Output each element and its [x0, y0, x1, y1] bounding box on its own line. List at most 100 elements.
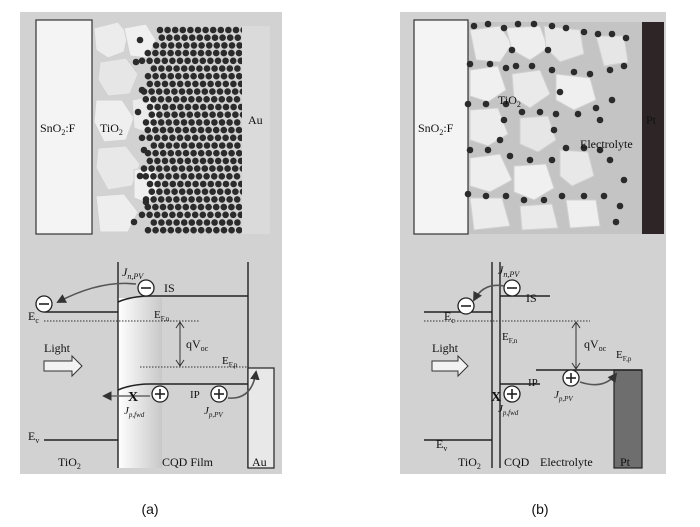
quantum-dot	[234, 142, 241, 149]
quantum-dot	[165, 65, 173, 72]
quantum-dot	[182, 149, 190, 157]
quantum-dot	[171, 165, 178, 172]
quantum-dot	[152, 42, 160, 49]
quantum-dot	[163, 165, 171, 172]
quantum-dot	[176, 80, 184, 88]
quantum-dot	[620, 62, 628, 70]
quantum-dot	[226, 173, 233, 180]
hole-pv-arrow-b	[579, 372, 618, 386]
quantum-dot	[144, 72, 152, 80]
quantum-dot	[130, 218, 138, 226]
quantum-dot	[199, 103, 207, 111]
quantum-dot	[150, 119, 157, 126]
quantum-dot	[205, 226, 213, 234]
quantum-dot	[220, 149, 228, 157]
quantum-dot	[174, 203, 182, 211]
electron-symbol-tio2	[35, 295, 53, 313]
ip-label-b: IP	[528, 377, 538, 389]
quantum-dot	[197, 49, 205, 57]
quantum-dot	[235, 203, 243, 211]
quantum-dot	[193, 88, 201, 95]
panel-a-band-diagram: Jn,PV IS Ec EF,n qVoc EF,p Light IP X Jp…	[28, 262, 275, 471]
sno2-electrode-b	[413, 19, 469, 235]
quantum-dot	[209, 188, 216, 195]
electron-transfer-arrow-b	[473, 284, 505, 302]
quantum-dot	[165, 142, 173, 149]
quantum-dot	[154, 180, 161, 188]
quantum-dot	[207, 180, 215, 188]
quantum-dot	[218, 96, 226, 103]
quantum-dot	[181, 34, 188, 41]
quantum-dot	[195, 173, 203, 180]
quantum-dot	[180, 142, 188, 149]
panel-b-device-schematic: SnO2:F TiO2	[413, 19, 664, 235]
is-label: IS	[164, 281, 175, 295]
quantum-dot	[153, 211, 161, 219]
sno2-electrode	[35, 19, 93, 235]
electron-symbol-cqd-b	[503, 279, 521, 297]
quantum-dot	[544, 46, 552, 54]
quantum-dot	[169, 80, 176, 88]
quantum-dot	[612, 218, 620, 226]
quantum-dot	[500, 116, 508, 124]
quantum-dot	[207, 57, 214, 65]
quantum-dot	[214, 134, 222, 142]
quantum-dot	[150, 65, 158, 72]
quantum-dot	[230, 157, 237, 165]
quantum-dot	[213, 226, 220, 234]
quantum-dot	[228, 72, 235, 80]
quantum-dot	[199, 211, 207, 219]
quantum-dot	[204, 34, 211, 41]
quantum-dot	[180, 65, 188, 72]
quantum-dot	[203, 96, 210, 103]
quantum-dot	[221, 42, 228, 49]
quantum-dot	[173, 65, 180, 72]
quantum-dot	[186, 165, 193, 172]
quantum-dot	[167, 149, 175, 157]
quantum-dot	[574, 110, 582, 118]
quantum-dot	[154, 103, 161, 111]
quantum-dot	[508, 46, 516, 54]
quantum-dot	[207, 80, 214, 88]
quantum-dot	[136, 172, 144, 180]
quantum-dot	[203, 65, 211, 72]
quantum-dot	[232, 111, 239, 118]
sno2-label: SnO2:F	[40, 121, 76, 137]
quantum-dot	[205, 203, 212, 211]
tio2-bottom-label: TiO2	[58, 455, 81, 471]
quantum-dot	[187, 26, 194, 34]
quantum-dot	[180, 96, 188, 103]
quantum-dot	[198, 42, 205, 49]
quantum-dot	[225, 26, 232, 34]
quantum-dot	[136, 36, 144, 44]
quantum-dot	[228, 49, 235, 57]
quantum-dot	[548, 22, 556, 30]
quantum-dot	[596, 146, 604, 154]
quantum-dot	[150, 173, 157, 180]
efp-label-b: EF,p	[616, 349, 632, 363]
quantum-dot	[167, 126, 174, 134]
tio2-top-label-b: TiO2	[498, 93, 521, 109]
quantum-dot	[157, 119, 165, 126]
quantum-dot	[148, 188, 156, 195]
quantum-dot	[224, 165, 231, 172]
quantum-dot	[226, 219, 234, 226]
quantum-dot	[235, 226, 243, 234]
quantum-dot	[195, 196, 203, 203]
quantum-dot	[169, 134, 176, 142]
quantum-dot	[154, 157, 161, 165]
quantum-dot	[209, 26, 217, 34]
electrolyte-bottom-label: Electrolyte	[540, 455, 593, 469]
quantum-dot	[213, 42, 221, 49]
quantum-dot	[196, 65, 203, 72]
quantum-dot	[186, 188, 194, 195]
quantum-dot	[226, 65, 234, 72]
quantum-dot	[220, 49, 228, 57]
light-arrow-b	[431, 354, 469, 378]
quantum-dot	[188, 142, 196, 149]
quantum-dot	[201, 88, 209, 95]
quantum-dot	[586, 70, 594, 78]
quantum-dot	[220, 226, 228, 234]
quantum-dot	[177, 180, 184, 188]
quantum-dot	[218, 219, 226, 226]
